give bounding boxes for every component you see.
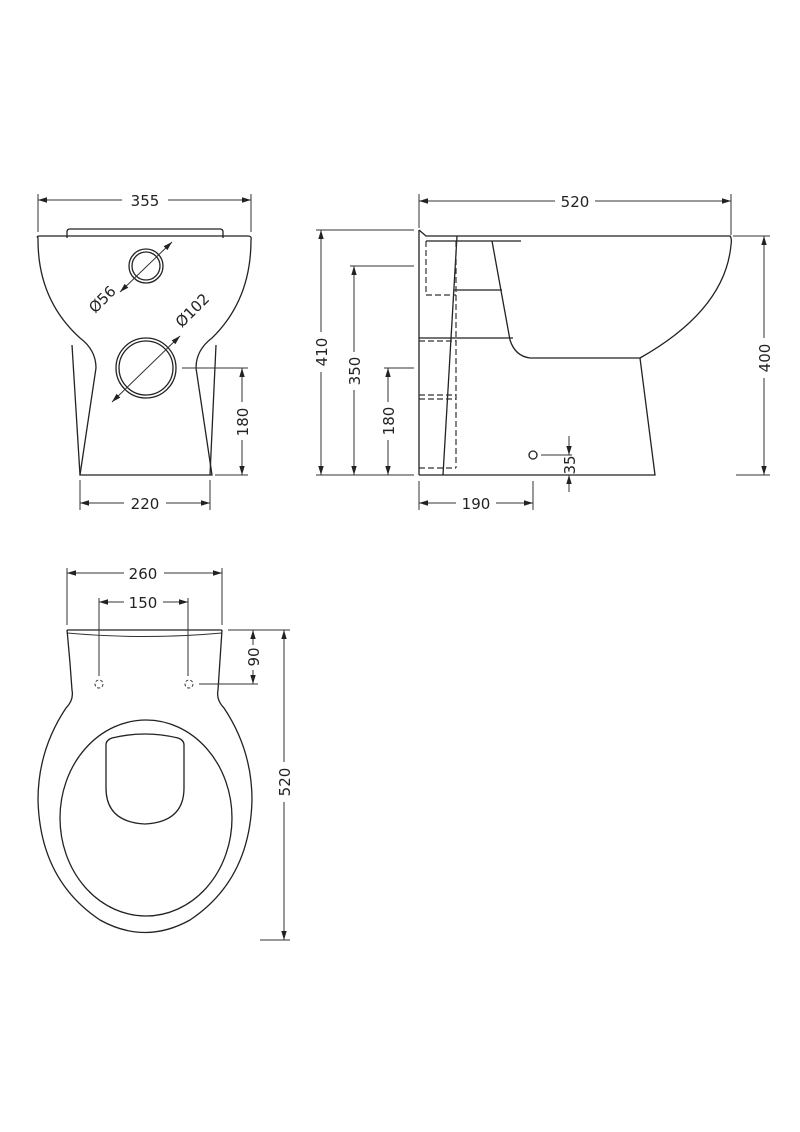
dim-top-hinge-offset: 90 [245,647,263,666]
top-bowl-opening [105,733,185,825]
side-back-taper [442,235,458,476]
top-view: 260 150 90 520 [37,565,294,941]
front-bowl-outline [36,235,252,476]
dim-front-width: 355 [131,192,160,210]
dim-side-fixing-height: 35 [561,455,579,474]
dim-front-base-width: 220 [131,495,160,513]
dim-top-width: 260 [129,565,158,583]
side-pedestal-outline [419,357,656,476]
dim-side-outlet-height: 180 [380,407,398,436]
dim-front-outlet-height: 180 [234,408,252,437]
side-bowl-outline [418,229,732,359]
side-view: 520 410 350 180 400 190 35 [313,193,774,513]
side-fixing-hole [528,450,538,460]
hinge-hole-left [94,679,104,689]
dim-large-outlet-diameter: Ø102 [172,290,213,331]
dim-side-depth: 520 [561,193,590,211]
dim-side-height-410: 410 [313,338,331,367]
dim-top-length: 520 [276,768,294,797]
top-bowl-outer [37,629,253,934]
dim-side-height-350: 350 [346,357,364,386]
small-inlet-leader [119,241,173,293]
dim-top-hinge-spacing: 150 [129,594,158,612]
dim-side-rim-height: 400 [756,344,774,373]
front-lid-outline [66,228,224,238]
large-outlet-leader [111,335,181,403]
front-pedestal-right [209,344,217,476]
top-seat-ring [59,719,233,917]
hinge-hole-right [184,679,194,689]
front-view: 355 220 180 Ø56 Ø102 [36,192,252,513]
dim-side-outlet-depth: 190 [462,495,491,513]
front-pedestal-left [71,344,81,476]
dim-small-inlet-diameter: Ø56 [85,282,120,317]
